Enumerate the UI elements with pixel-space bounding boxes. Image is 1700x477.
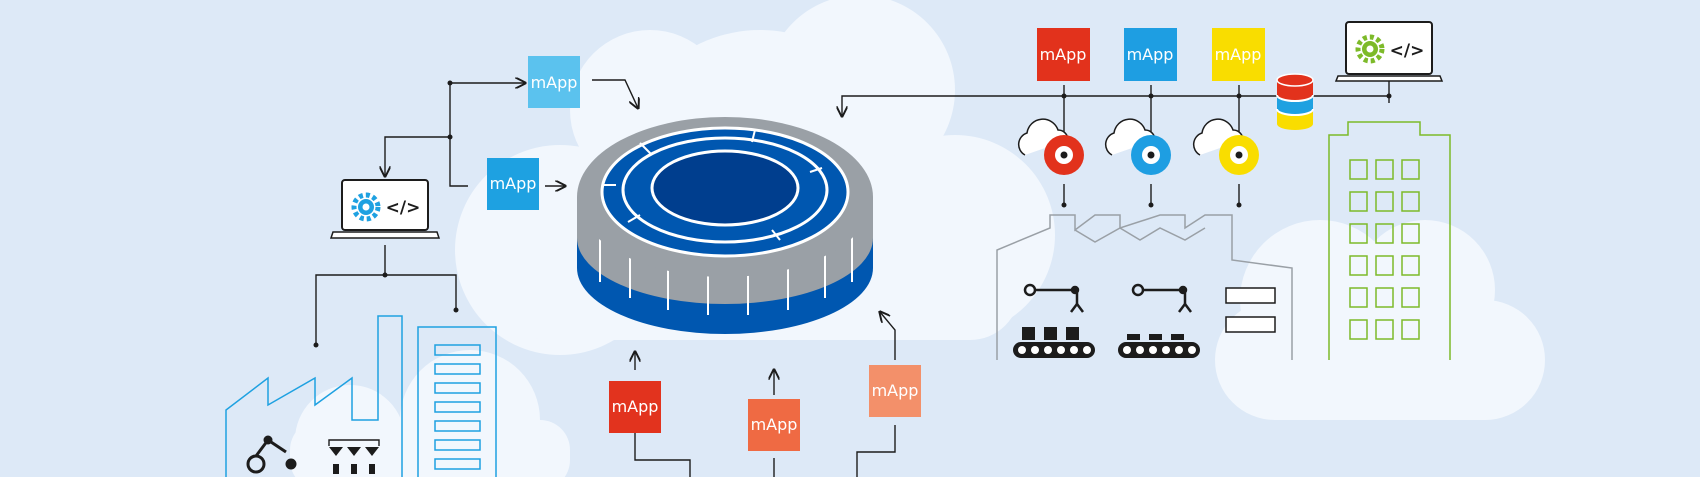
code-label: </> [386,198,421,218]
mapp-tile-bg [748,399,800,451]
cloud-icon-blue [1104,118,1171,175]
mapp-label: mApp [1215,45,1262,64]
robot-arm-icon [1023,283,1192,313]
mapp-tile-bg [1124,28,1177,81]
conveyor-icon [1013,327,1200,358]
mapp-tile-bottom-2: mApp [748,399,800,451]
mapp-label: mApp [531,73,578,92]
robot-arm-icon-left [246,435,297,474]
cloud-icon-yellow [1192,118,1259,175]
mapp-tile-top-blue: mApp [1124,28,1177,81]
database-icon [1276,73,1314,130]
mapp-label: mApp [1040,45,1087,64]
mapp-tile-bottom-1: mApp [609,381,661,433]
mapp-tile-mid-left: mApp [487,158,539,210]
cloud-icon-red [1017,118,1084,175]
mapp-tile-bg [1037,28,1090,81]
mapp-label: mApp [1127,45,1174,64]
mapp-label: mApp [751,415,798,434]
left-bottom-cloud [290,350,570,477]
laptop-icon: </> [329,179,441,239]
building-icon-left [417,326,497,477]
gear-icon [1355,34,1385,64]
factory-icon-left [225,315,403,477]
mapp-tile-bg [487,158,539,210]
mapp-tile-top-left: mApp [528,56,580,108]
right-cloud [1215,220,1545,420]
mapp-tile-top-red: mApp [1037,28,1090,81]
connector-dots [313,80,1392,348]
platform-hub-icon [577,117,873,334]
gear-icon [351,192,381,222]
control-panel-icon [1225,287,1276,333]
mapp-tile-top-yellow: mApp [1212,28,1265,81]
factory-icon-right [996,214,1293,360]
mapp-label: mApp [612,397,659,416]
dispenser-icon [328,439,380,474]
code-label: </> [1390,41,1425,61]
building-icon [1328,121,1451,360]
mapp-label: mApp [872,381,919,400]
connector-lines [315,80,1390,477]
mapp-tile-bg [609,381,661,433]
laptop-icon-right: </> [1334,21,1444,82]
mapp-tile-bg [869,365,921,417]
mapp-tile-bg [528,56,580,108]
mapp-label: mApp [490,174,537,193]
mapp-tile-bg [1212,28,1265,81]
mapp-tile-bottom-3: mApp [869,365,921,417]
